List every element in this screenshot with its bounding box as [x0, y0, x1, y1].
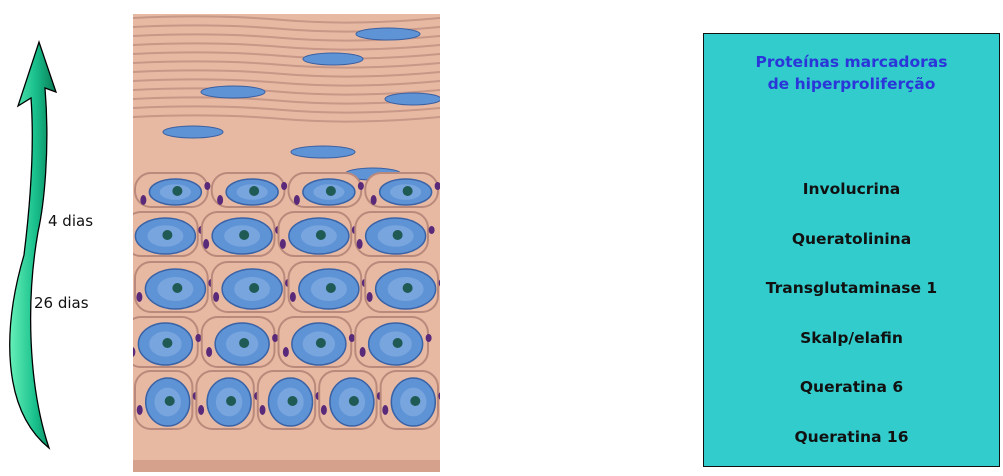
granule	[321, 405, 327, 415]
granule	[260, 405, 266, 415]
time-label-4-days: 4 dias	[48, 212, 93, 230]
marker-panel-title-line-2: de hiperproliferção	[704, 73, 999, 95]
basal-membrane	[133, 460, 440, 472]
nucleolus	[172, 283, 182, 293]
flat-nucleus	[356, 28, 420, 40]
granule	[426, 334, 432, 342]
flat-nucleus	[303, 53, 363, 65]
flat-nucleus	[385, 93, 440, 105]
nucleolus	[393, 230, 403, 240]
granule	[213, 292, 219, 302]
nucleolus	[403, 283, 413, 293]
nucleolus	[165, 396, 175, 406]
flat-nucleus	[163, 126, 223, 138]
marker-protein-item: Involucrina	[704, 179, 999, 229]
marker-protein-item: Transglutaminase 1	[704, 278, 999, 328]
granule	[217, 195, 223, 205]
granule	[198, 405, 204, 415]
granule	[272, 334, 278, 342]
granule	[283, 347, 289, 357]
marker-protein-item: Queratolinina	[704, 229, 999, 279]
nucleolus	[226, 396, 236, 406]
epidermis-illustration	[133, 14, 440, 472]
granule	[294, 195, 300, 205]
marker-panel-title: Proteínas marcadoras de hiperproliferção	[704, 51, 999, 95]
nucleolus	[316, 338, 326, 348]
granule	[360, 347, 366, 357]
granule	[280, 239, 286, 249]
nucleolus	[326, 186, 336, 196]
nucleolus	[403, 186, 413, 196]
nucleolus	[239, 230, 249, 240]
nucleolus	[162, 338, 172, 348]
granule	[204, 182, 210, 190]
nucleolus	[326, 283, 336, 293]
granule	[349, 334, 355, 342]
nucleolus	[288, 396, 298, 406]
nucleolus	[249, 186, 259, 196]
upward-curved-arrow-icon	[0, 0, 130, 474]
granule	[137, 405, 143, 415]
marker-protein-item: Skalp/elafin	[704, 328, 999, 378]
granule	[281, 182, 287, 190]
granule	[195, 334, 201, 342]
granule	[203, 239, 209, 249]
granule	[140, 195, 146, 205]
marker-protein-item: Queratina 16	[704, 427, 999, 476]
nucleolus	[249, 283, 259, 293]
nucleolus	[410, 396, 420, 406]
flat-nucleus	[201, 86, 265, 98]
marker-protein-list: Involucrina Queratolinina Transglutamina…	[704, 179, 999, 476]
time-label-26-days: 26 dias	[34, 294, 89, 312]
nucleolus	[239, 338, 249, 348]
nucleolus	[162, 230, 172, 240]
granule	[206, 347, 212, 357]
granule	[367, 292, 373, 302]
flat-nucleus	[291, 146, 355, 158]
marker-protein-item: Queratina 6	[704, 377, 999, 427]
granule	[136, 292, 142, 302]
nucleolus	[316, 230, 326, 240]
granule	[290, 292, 296, 302]
nucleolus	[393, 338, 403, 348]
marker-panel-title-line-1: Proteínas marcadoras	[704, 51, 999, 73]
granule	[371, 195, 377, 205]
granule	[357, 239, 363, 249]
granule	[358, 182, 364, 190]
nucleolus	[349, 396, 359, 406]
nucleolus	[172, 186, 182, 196]
granule	[429, 226, 435, 234]
hyperproliferation-markers-panel: Proteínas marcadoras de hiperproliferção…	[703, 33, 1000, 467]
granule	[382, 405, 388, 415]
